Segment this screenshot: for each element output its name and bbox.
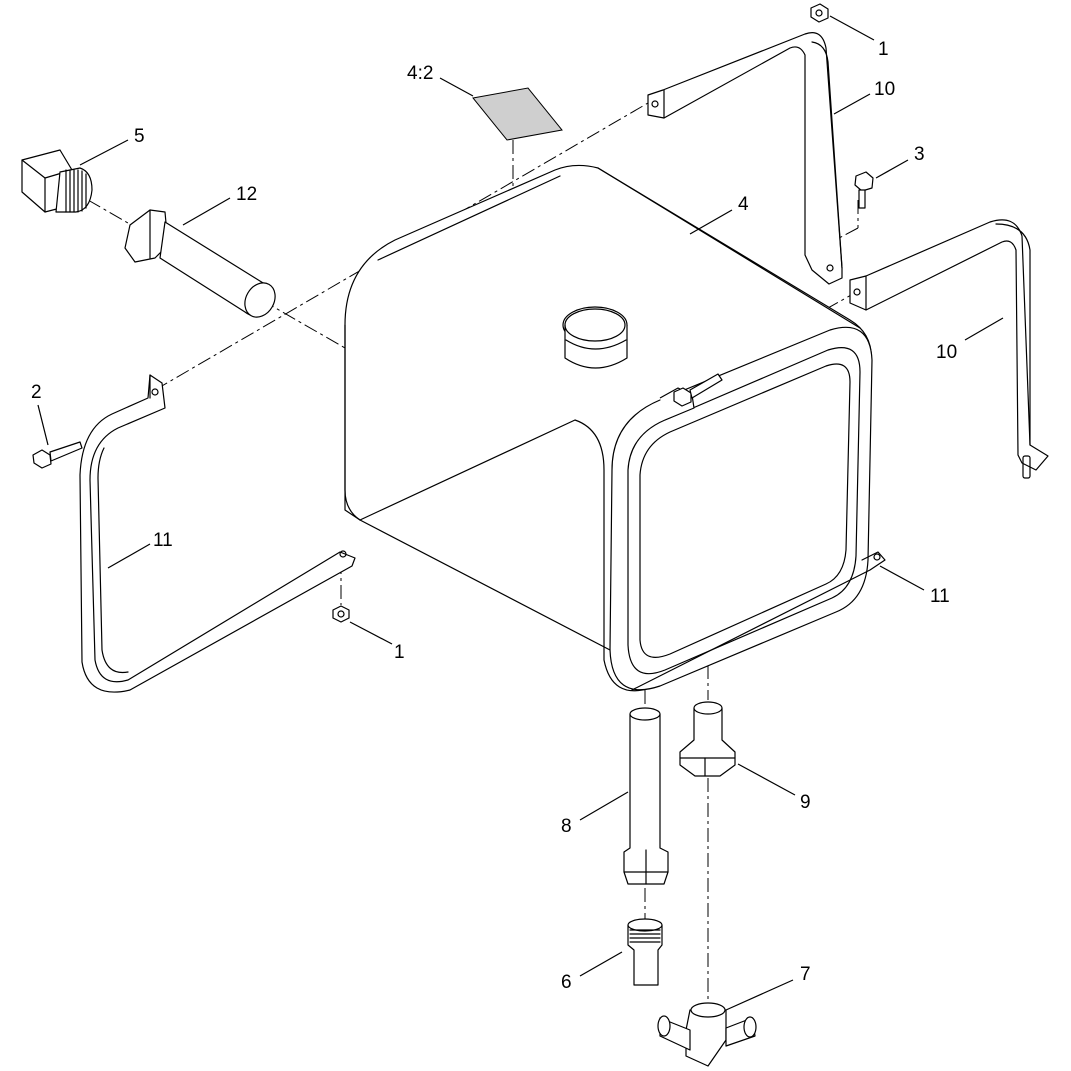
callout-6: 6 <box>561 972 572 993</box>
bolt-2 <box>32 441 83 469</box>
elbow-fitting-5 <box>21 149 93 213</box>
callout-10-right: 10 <box>936 342 957 363</box>
callout-11-right: 11 <box>930 586 950 607</box>
fitting-6 <box>627 918 663 986</box>
nut-1-top <box>810 3 829 23</box>
tee-fitting-7 <box>657 1002 757 1067</box>
callout-labels: 1 10 3 4 4:2 5 12 10 2 11 11 1 9 8 6 7 <box>31 39 957 993</box>
leader-lines <box>37 15 1004 1011</box>
callout-1-top: 1 <box>878 39 889 60</box>
callout-4: 4 <box>738 194 749 215</box>
callout-2: 2 <box>31 382 42 403</box>
callout-9: 9 <box>800 792 811 813</box>
nut-1-bottom <box>332 605 350 623</box>
strap-11-left <box>79 374 356 693</box>
bolt-3 <box>854 171 874 209</box>
strap-10-right <box>849 219 1049 479</box>
fitting-9 <box>679 701 736 777</box>
callout-7: 7 <box>800 964 811 985</box>
strap-10-upper <box>647 32 843 285</box>
callout-1-bottom: 1 <box>394 642 405 663</box>
callout-12: 12 <box>236 184 257 205</box>
strap-bolt <box>673 373 723 407</box>
callout-5: 5 <box>134 126 145 147</box>
decal <box>472 87 563 141</box>
hydraulic-tank <box>344 164 873 692</box>
callout-3: 3 <box>914 144 925 165</box>
dip-tube-8 <box>623 707 669 885</box>
callout-8: 8 <box>561 816 572 837</box>
callout-10-top: 10 <box>874 79 895 100</box>
suction-tube-12 <box>124 209 276 318</box>
callout-11-left: 11 <box>153 530 173 551</box>
callout-4-2: 4:2 <box>407 63 433 84</box>
